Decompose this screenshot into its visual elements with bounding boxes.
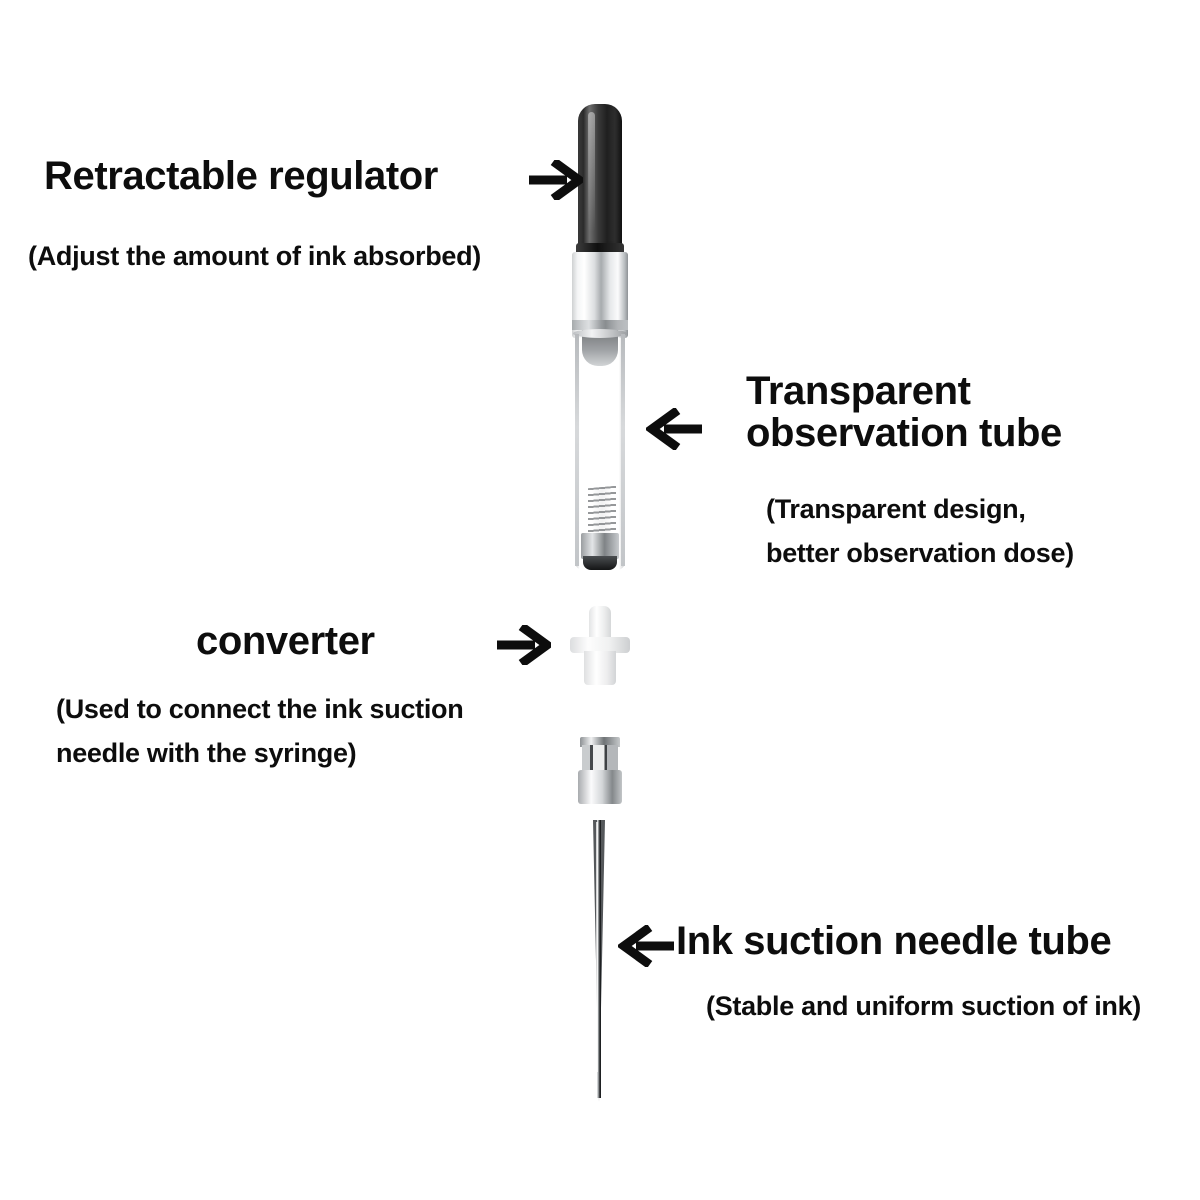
label-observation-tube-title: Transparent observation tube xyxy=(746,369,1062,456)
label-observation-tube-subtitle: (Transparent design, better observation … xyxy=(766,494,1074,568)
needle-shaft xyxy=(593,820,605,1102)
chrome-collar xyxy=(572,252,628,338)
converter-body xyxy=(584,651,616,685)
regulator-knob xyxy=(578,104,622,252)
label-converter-title: converter xyxy=(196,619,375,663)
label-needle-tube-subtitle: (Stable and uniform suction of ink) xyxy=(706,991,1142,1021)
arrow-left-icon-needle-tube xyxy=(618,925,676,967)
needle-hub-top xyxy=(580,737,620,747)
arrow-left-icon-observation-tube xyxy=(646,408,704,450)
internal-plunger xyxy=(582,330,618,366)
regulator-knob-shoulder xyxy=(576,243,624,255)
arrow-right-icon-regulator xyxy=(527,160,583,200)
observation-tube-wall-right xyxy=(621,334,625,566)
needle-hub-body xyxy=(578,770,622,804)
needle-hub-neck xyxy=(588,802,612,822)
label-converter-subtitle: (Used to connect the ink suction needle … xyxy=(56,694,464,768)
observation-tube-fitting xyxy=(581,533,619,559)
needle-shaft-core xyxy=(597,820,601,1098)
spring-coil xyxy=(588,485,616,537)
label-needle-tube-title: Ink suction needle tube xyxy=(676,919,1112,963)
needle-hub-slots xyxy=(582,745,618,771)
spring-core xyxy=(592,487,612,535)
converter-nozzle xyxy=(589,606,611,638)
label-retractable-regulator-subtitle: (Adjust the amount of ink absorbed) xyxy=(28,241,481,271)
observation-tube-wall-left xyxy=(575,334,579,566)
observation-tube-tip xyxy=(583,556,617,570)
needle-shaft-highlight xyxy=(596,822,598,1072)
converter-flange xyxy=(570,637,630,653)
arrow-right-icon-converter xyxy=(495,625,551,665)
observation-tube xyxy=(575,330,625,570)
observation-tube-rim xyxy=(573,329,627,338)
chrome-collar-band xyxy=(572,320,628,330)
regulator-knob-highlight xyxy=(588,112,595,232)
label-retractable-regulator-title: Retractable regulator xyxy=(44,154,438,198)
